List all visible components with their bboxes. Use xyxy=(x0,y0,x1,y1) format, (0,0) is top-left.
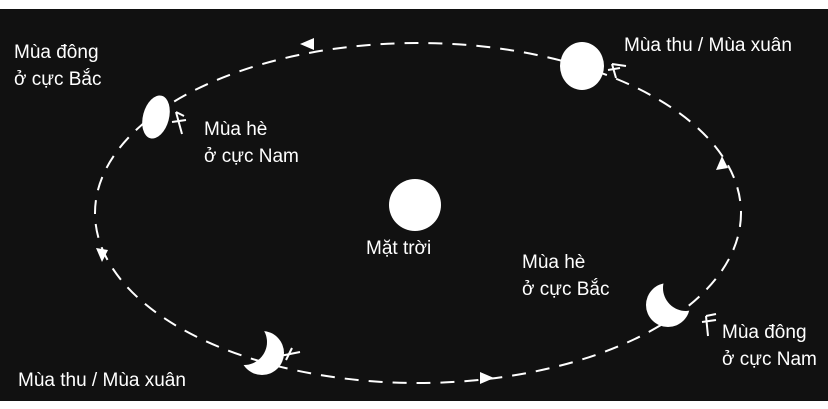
label-summer-south-line1: Mùa hè xyxy=(204,118,267,142)
orbit-arrow-left-icon xyxy=(96,248,108,262)
axis-marker-top-left-icon xyxy=(172,112,186,134)
label-winter-south-line1: Mùa đông xyxy=(722,321,807,345)
label-winter-south-line2: ở cực Nam xyxy=(722,348,817,372)
label-winter-north-line2: ở cực Bắc xyxy=(14,68,101,92)
label-summer-north-line2: ở cực Bắc xyxy=(522,278,609,302)
axis-marker-right-icon xyxy=(702,314,716,336)
axis-marker-top-right-icon xyxy=(608,64,626,78)
sun-icon xyxy=(389,179,441,231)
label-sun: Mặt trời xyxy=(366,237,431,261)
label-autumn-spring-bottom: Mùa thu / Mùa xuân xyxy=(18,369,186,393)
orbit-arrow-right-icon xyxy=(716,156,728,170)
earth-top-left-icon xyxy=(138,92,175,141)
label-autumn-spring-top: Mùa thu / Mùa xuân xyxy=(624,34,792,58)
label-winter-north-line1: Mùa đông xyxy=(14,41,99,65)
orbit-arrow-top-icon xyxy=(300,38,314,50)
label-summer-south-line2: ở cực Nam xyxy=(204,145,299,169)
earth-right-crescent-icon xyxy=(646,283,690,327)
orbit-arrow-bottom-icon xyxy=(480,372,494,384)
earth-bottom-crescent-icon xyxy=(240,331,284,375)
earth-top-right-icon xyxy=(560,42,604,90)
label-summer-north-line1: Mùa hè xyxy=(522,251,585,275)
